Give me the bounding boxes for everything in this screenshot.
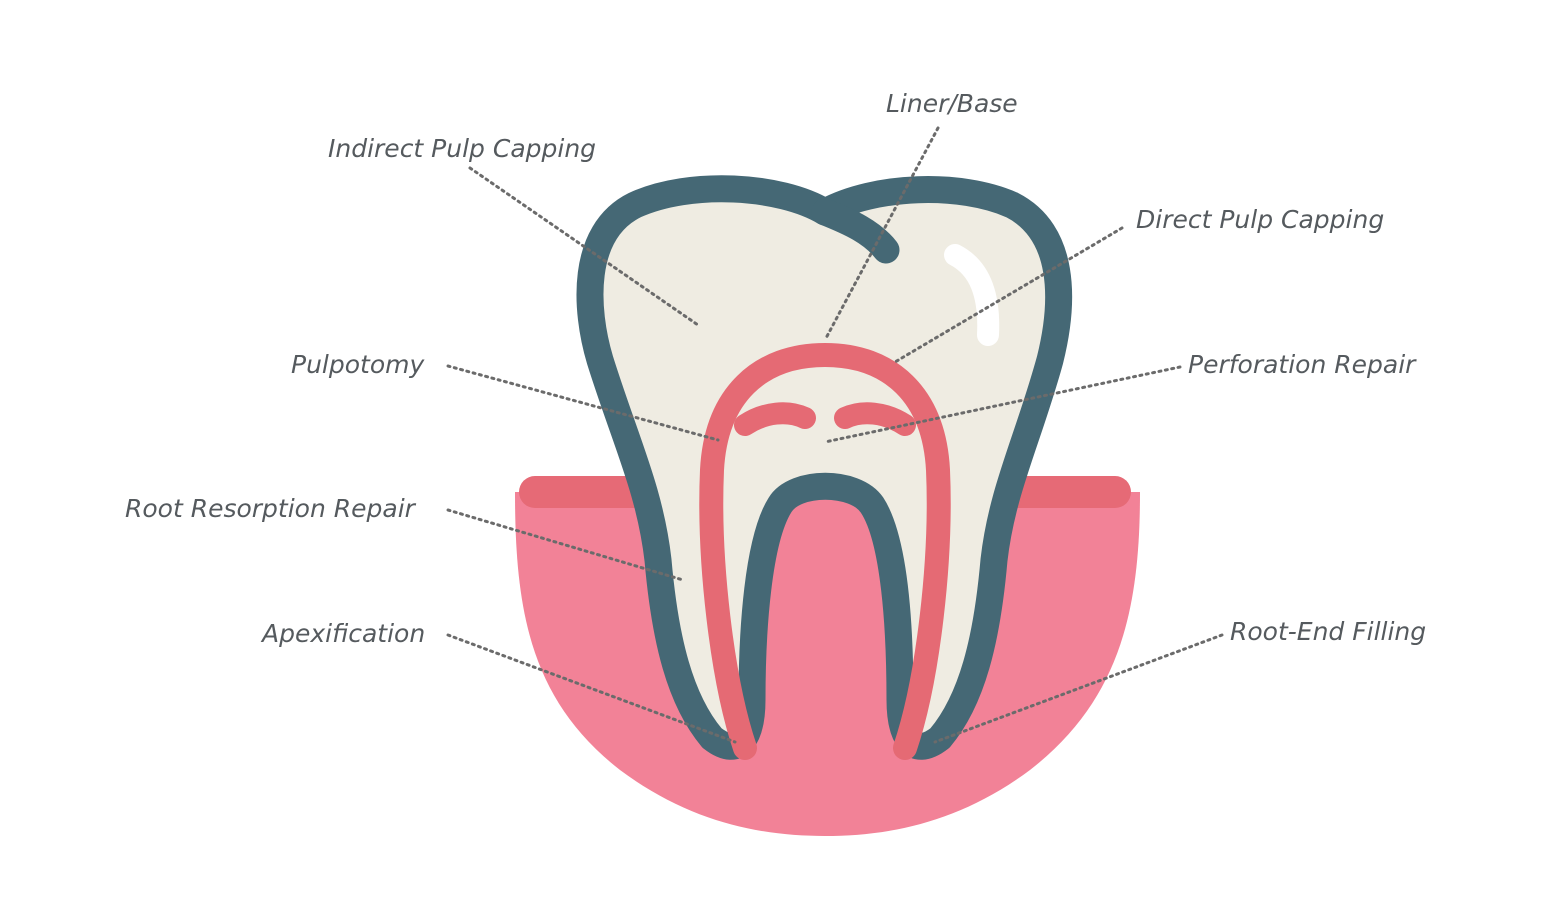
leader-liner-base [823,126,940,342]
label-apexification: Apexification [260,619,425,648]
pulp [699,343,951,760]
label-root-end-filling: Root-End Filling [1230,617,1426,646]
pulp-horn-left [734,402,816,436]
enamel-highlight [944,244,1000,346]
pulp-horn-right [834,402,916,436]
leader-root-resorption-repair [446,508,685,582]
leader-direct-pulp-capping [893,226,1124,364]
pulp-chamber-and-canals [699,343,951,760]
label-pulpotomy: Pulpotomy [291,350,425,379]
leader-indirect-pulp-capping [468,166,700,327]
crown-fissure [811,198,900,264]
label-direct-pulp-capping: Direct Pulp Capping [1136,205,1384,234]
label-liner-base: Liner/Base [886,89,1018,118]
gum-body [515,492,1140,836]
labels: Liner/Base Indirect Pulp Capping Direct … [125,89,1426,648]
leader-perforation-repair [823,365,1182,444]
label-perforation-repair: Perforation Repair [1188,350,1417,379]
leader-apexification [446,633,737,744]
leader-root-end-filling [933,633,1224,744]
leader-lines [446,126,1224,744]
label-root-resorption-repair: Root Resorption Repair [125,494,417,523]
leader-pulpotomy [446,364,720,442]
label-indirect-pulp-capping: Indirect Pulp Capping [328,134,596,163]
gum [515,476,1140,836]
